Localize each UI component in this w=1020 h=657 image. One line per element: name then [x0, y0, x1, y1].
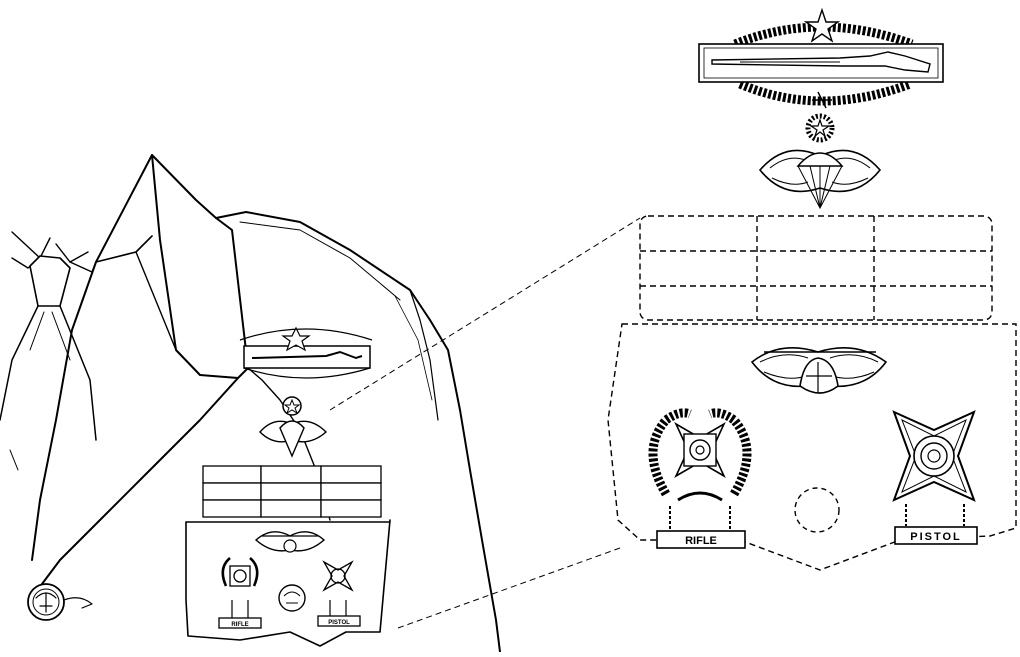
- small-combat-infantryman-badge: [240, 328, 372, 378]
- small-air-assault-badge: [256, 532, 324, 552]
- small-eagle-button: [279, 585, 305, 611]
- small-pistol-qualification-badge: PISTOL: [318, 562, 360, 626]
- jacket-lapel: [30, 155, 248, 600]
- pistol-label: PISTOL: [910, 531, 962, 543]
- rifle-qualification-badge: RIFLE: [653, 413, 747, 548]
- master-parachutist-badge: [760, 116, 880, 208]
- rifle-label: RIFLE: [685, 535, 717, 547]
- small-ribbon-rack: [203, 466, 381, 517]
- small-master-parachutist-badge: [260, 397, 326, 456]
- combat-infantryman-badge: [699, 10, 943, 108]
- button-position-marker: [795, 488, 839, 532]
- eagle-button: [28, 584, 92, 620]
- small-rifle-label: RIFLE: [231, 622, 248, 628]
- ribbon-rack: [640, 216, 992, 320]
- small-rifle-qualification-badge: RIFLE: [219, 558, 261, 628]
- jacket-shoulder: [216, 212, 500, 652]
- callout-leader-lines: [330, 218, 640, 628]
- pistol-qualification-badge: PISTOL: [894, 412, 977, 544]
- necktie: [0, 256, 96, 440]
- small-pistol-label: PISTOL: [328, 620, 350, 626]
- air-assault-badge: [752, 348, 886, 393]
